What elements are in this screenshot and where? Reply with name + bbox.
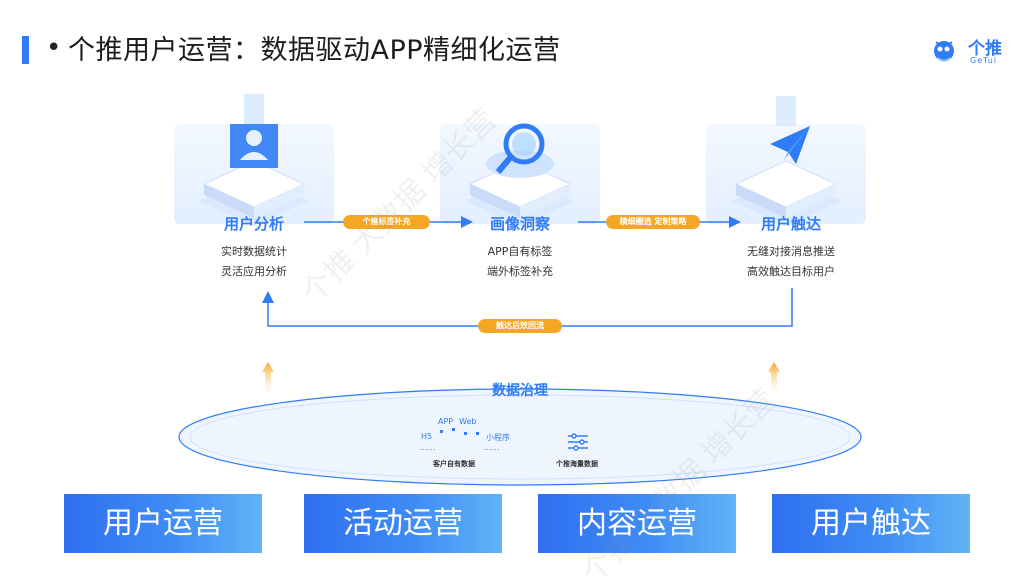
filter-sliders-icon xyxy=(568,433,588,451)
logo-en-text: GeTui xyxy=(970,56,998,65)
stage-desc-line: 实时数据统计 xyxy=(221,245,287,258)
ops-user-operation-button[interactable]: 用户运营 xyxy=(64,494,262,553)
ops-content-operation-button[interactable]: 内容运营 xyxy=(538,494,736,553)
ops-activity-operation-button[interactable]: 活动运营 xyxy=(304,494,502,553)
source-dots: ...... xyxy=(420,443,436,452)
stage-desc-line: APP自有标签 xyxy=(487,245,553,258)
ops-user-reach-button[interactable]: 用户触达 xyxy=(772,494,970,553)
logo-cn-text: 个推 xyxy=(968,39,1002,59)
stage-desc-line: 高效触达目标用户 xyxy=(747,265,835,278)
getui-data-caption: 个推海量数据 xyxy=(556,460,598,468)
title-accent-bar xyxy=(22,36,29,64)
paper-plane-icon xyxy=(731,96,841,226)
source-app: APP xyxy=(438,417,454,426)
stage-desc-line: 端外标签补充 xyxy=(487,265,553,278)
title-bullet: • xyxy=(46,33,62,63)
upload-arrow-icon xyxy=(262,362,274,392)
source-mini-program: 小程序 xyxy=(486,433,510,442)
stage-label-analysis: 用户分析 xyxy=(223,215,284,233)
upload-arrow-icon xyxy=(768,362,780,392)
stage-label-insight: 画像洞察 xyxy=(489,215,550,233)
stage-desc-line: 灵活应用分析 xyxy=(221,265,287,278)
governance-disc xyxy=(178,388,862,486)
source-h5: H5 xyxy=(421,432,433,441)
client-data-caption: 客户自有数据 xyxy=(433,460,475,468)
pill-precise-selection: 精细圈选 定制策略 xyxy=(606,215,700,229)
magnifier-icon xyxy=(465,123,575,226)
user-profile-icon xyxy=(199,94,309,226)
page-title: 个推用户运营：数据驱动APP精细化运营 xyxy=(68,35,561,66)
getui-logo-icon xyxy=(934,41,954,62)
source-web: Web xyxy=(459,417,477,426)
stage-desc-insight: APP自有标签 端外标签补充 xyxy=(450,242,590,282)
source-dots: ...... xyxy=(484,443,500,452)
pill-tag-supplement: 个推标签补充 xyxy=(343,215,430,229)
pod-user-analysis xyxy=(174,94,334,226)
governance-title: 数据治理 xyxy=(492,383,548,399)
pod-profile-insight xyxy=(440,123,600,226)
getui-logo: 个推 GeTui xyxy=(930,34,1010,68)
stage-label-reach: 用户触达 xyxy=(760,215,821,233)
pod-user-reach xyxy=(706,96,866,226)
stage-desc-reach: 无缝对接消息推送 高效触达目标用户 xyxy=(721,242,861,282)
stage-desc-analysis: 实时数据统计 灵活应用分析 xyxy=(184,242,324,282)
pill-feedback: 触达后效回流 xyxy=(478,319,562,333)
stage-desc-line: 无缝对接消息推送 xyxy=(747,245,835,258)
data-source-markers xyxy=(440,428,479,435)
